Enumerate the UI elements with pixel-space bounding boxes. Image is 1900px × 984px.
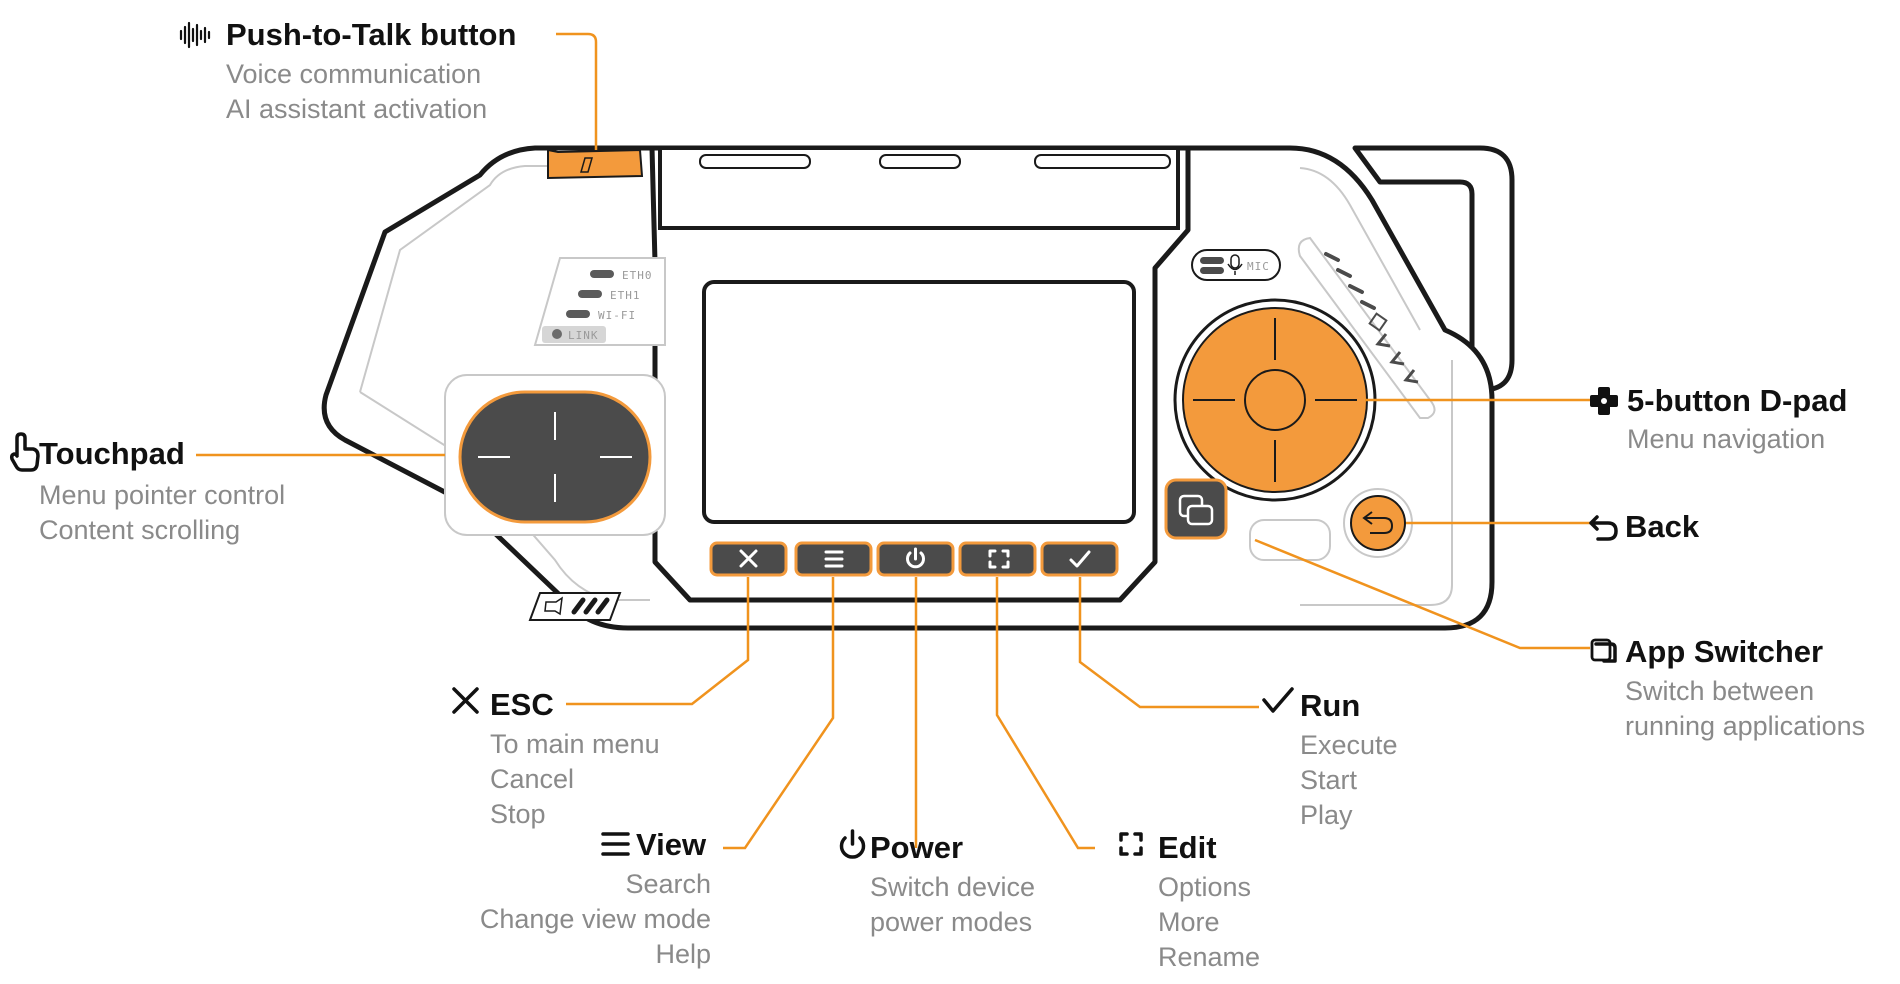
led-label-eth1: ETH1: [610, 289, 641, 302]
callout-line: Play: [1300, 800, 1353, 830]
callout-line: Switch device: [870, 872, 1035, 902]
waveform-icon: [179, 21, 211, 49]
menu-icon: [601, 832, 630, 856]
callout-title: 5-button D-pad: [1627, 383, 1847, 418]
callout-title: Run: [1300, 688, 1360, 723]
callout-title: Edit: [1158, 830, 1217, 865]
callout-line: Menu pointer control: [39, 480, 285, 510]
dpad[interactable]: [1173, 298, 1377, 502]
callout-line: Cancel: [490, 764, 574, 794]
callout-view: View Search Change view mode Help: [480, 827, 711, 969]
callout-title: Back: [1625, 509, 1700, 544]
power-button[interactable]: [876, 541, 955, 577]
grip-stripes: [1297, 236, 1436, 419]
esc-button[interactable]: [709, 541, 788, 577]
checkmark-icon: [1262, 687, 1294, 713]
run-button[interactable]: [1040, 541, 1119, 577]
callout-title: Push-to-Talk button: [226, 17, 516, 52]
edit-frame-icon: [1119, 832, 1143, 856]
callout-title: App Switcher: [1625, 634, 1823, 669]
callout-line: Content scrolling: [39, 515, 240, 545]
push-to-talk-button[interactable]: [547, 148, 644, 180]
screen: [702, 280, 1136, 524]
callout-line: running applications: [1625, 711, 1865, 741]
callout-line: Menu navigation: [1627, 424, 1825, 454]
mic-label: MIC: [1247, 260, 1270, 273]
view-button[interactable]: [794, 541, 873, 577]
callout-line: Help: [655, 939, 711, 969]
mic-indicator: MIC: [1191, 249, 1281, 281]
callout-line: Switch between: [1625, 676, 1814, 706]
dpad-icon: [1590, 387, 1618, 415]
device: ETH0 ETH1 WI-FI LINK: [321, 145, 1515, 631]
callout-title: View: [636, 827, 707, 862]
callout-line: Stop: [490, 799, 546, 829]
touch-hand-icon: [10, 432, 40, 472]
callout-edit: Edit Options More Rename: [1158, 830, 1260, 972]
callout-line: Voice communication: [226, 59, 481, 89]
callout-title: Power: [870, 830, 963, 865]
close-icon: [452, 687, 479, 714]
edit-button[interactable]: [958, 541, 1037, 577]
back-arrow-icon: [1589, 515, 1618, 541]
led-label-eth0: ETH0: [622, 269, 653, 282]
callout-line: Options: [1158, 872, 1251, 902]
callout-line: AI assistant activation: [226, 94, 487, 124]
app-switcher-icon: [1590, 638, 1617, 663]
callout-back: Back: [1625, 509, 1700, 544]
app-switcher-button[interactable]: [1164, 478, 1228, 540]
back-button[interactable]: [1343, 488, 1413, 558]
callout-title: ESC: [490, 687, 554, 722]
speaker-grille: [528, 592, 622, 621]
callout-power: Power Switch device power modes: [870, 830, 1035, 937]
callout-touchpad: Touchpad Menu pointer control Content sc…: [39, 436, 285, 545]
led-label-link: LINK: [568, 329, 599, 342]
led-label-wifi: WI-FI: [598, 309, 636, 322]
power-icon: [839, 829, 866, 859]
callout-ptt: Push-to-Talk button Voice communication …: [226, 17, 516, 124]
callout-line: To main menu: [490, 729, 660, 759]
callout-line: Rename: [1158, 942, 1260, 972]
callout-line: Search: [625, 869, 711, 899]
callout-title: Touchpad: [39, 436, 185, 471]
callout-app-switcher: App Switcher Switch between running appl…: [1625, 634, 1865, 741]
callout-line: Start: [1300, 765, 1358, 795]
touchpad[interactable]: [458, 390, 652, 524]
callout-line: More: [1158, 907, 1220, 937]
status-led-panel: ETH0 ETH1 WI-FI LINK: [533, 257, 666, 346]
callout-dpad: 5-button D-pad Menu navigation: [1627, 383, 1847, 454]
callout-line: Execute: [1300, 730, 1398, 760]
callout-run: Run Execute Start Play: [1300, 688, 1398, 830]
callout-line: Change view mode: [480, 904, 711, 934]
callout-line: power modes: [870, 907, 1032, 937]
leader-lines: [196, 32, 1590, 850]
callout-esc: ESC To main menu Cancel Stop: [490, 687, 660, 829]
